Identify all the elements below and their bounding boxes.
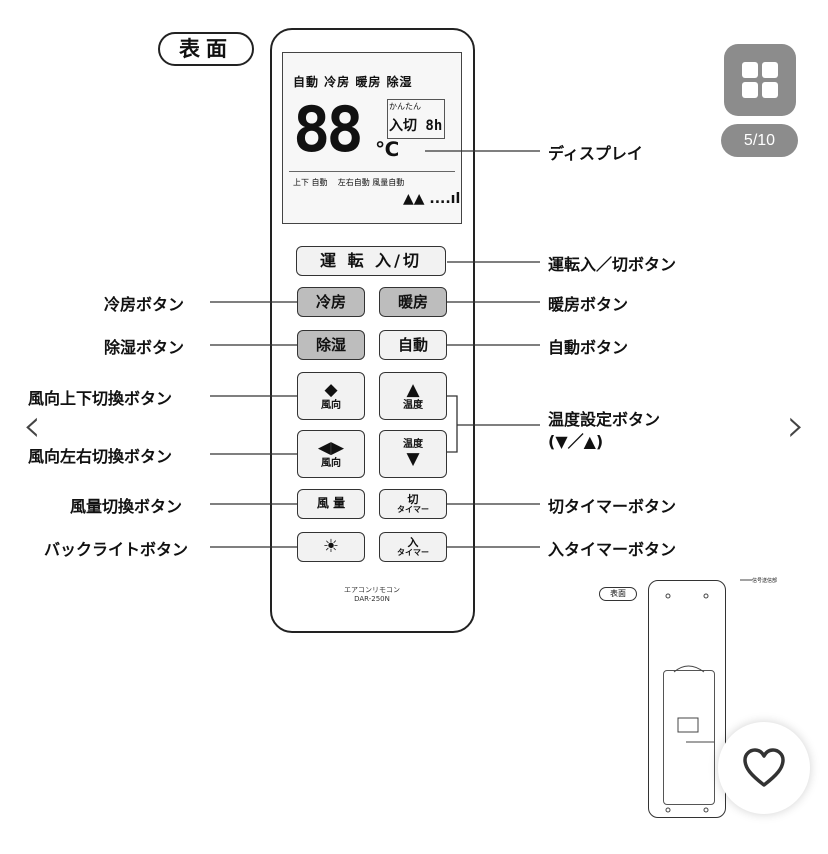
off-timer-button[interactable]: 切 タイマー <box>379 489 447 519</box>
annotation-temp-set: 温度設定ボタン <box>548 410 661 429</box>
thumbnail-battery-cover <box>663 670 715 805</box>
grid-icon-cell <box>762 62 778 78</box>
off-timer-bottom: タイマー <box>397 504 429 514</box>
annotation-temp-set-sub: (▼／▲) <box>548 432 604 451</box>
off-timer-top: 切 <box>407 492 419 506</box>
next-image-button[interactable]: › <box>776 400 816 450</box>
surface-label: 表面 <box>158 32 254 66</box>
display-fan-bars: ▲▲ ....ıl <box>403 191 461 207</box>
annotation-cool: 冷房ボタン <box>104 295 185 314</box>
display-timer-box <box>387 99 445 139</box>
power-button[interactable]: 運 転 入/切 <box>296 246 446 276</box>
backlight-icon: ☀ <box>322 536 340 558</box>
annotation-on-timer: 入タイマーボタン <box>548 540 677 559</box>
display-digits: 88 <box>293 93 364 166</box>
remote-display: 自動 冷房 暖房 除湿 88 ℃ かんたん 入切 8h 上下 自動 左右自動 風… <box>282 52 462 224</box>
display-unit: ℃ <box>375 137 400 161</box>
display-timer: 入切 8h <box>389 118 443 134</box>
model-text: エアコンリモコン DAR-250N <box>344 586 400 603</box>
grid-view-button[interactable] <box>724 44 796 116</box>
chevron-right-icon: › <box>786 398 806 452</box>
favorite-button[interactable] <box>718 722 810 814</box>
swing-leftright-button[interactable]: ◀▶ 風向 <box>297 430 365 478</box>
display-divider <box>289 171 455 172</box>
heat-button[interactable]: 暖房 <box>379 287 447 317</box>
swing-updown-button[interactable]: ◆ 風向 <box>297 372 365 420</box>
chevron-left-icon: ‹ <box>22 398 42 452</box>
swing-updown-label: 風向 <box>321 399 341 411</box>
display-kantan: かんたん <box>389 102 421 111</box>
up-triangle-icon: ▲ <box>406 380 420 401</box>
display-bottom-left: 上下 自動 <box>293 178 328 187</box>
prev-image-button[interactable]: ‹ <box>12 400 52 450</box>
annotation-off-timer: 切タイマーボタン <box>548 497 677 516</box>
annotation-backlight: バックライトボタン <box>44 540 189 559</box>
image-counter: 5/10 <box>721 124 798 157</box>
down-triangle-icon: ▼ <box>406 449 420 470</box>
auto-button[interactable]: 自動 <box>379 330 447 360</box>
grid-icon <box>742 62 758 78</box>
annotation-swing-ud: 風向上下切換ボタン <box>28 389 173 408</box>
annotation-display: ディスプレイ <box>548 144 643 163</box>
annotation-power: 運転入／切ボタン <box>548 255 677 274</box>
temp-down-label: 温度 <box>403 439 423 451</box>
thumbnail-remote-back <box>648 580 726 818</box>
on-timer-bottom: タイマー <box>397 547 429 557</box>
grid-icon-cell <box>742 82 758 98</box>
cool-button[interactable]: 冷房 <box>297 287 365 317</box>
leftright-arrow-icon: ◀▶ <box>317 438 345 459</box>
temp-up-label: 温度 <box>403 399 423 411</box>
on-timer-top: 入 <box>407 535 419 549</box>
display-mode-row: 自動 冷房 暖房 除湿 <box>293 75 413 89</box>
annotation-swing-lr: 風向左右切換ボタン <box>28 447 173 466</box>
fan-button[interactable]: 風 量 <box>297 489 365 519</box>
thumbnail-label: 表面 <box>599 587 637 601</box>
leader-temp-bracket <box>447 395 458 453</box>
annotation-dehumid: 除湿ボタン <box>104 338 185 357</box>
dehumid-button[interactable]: 除湿 <box>297 330 365 360</box>
temp-up-button[interactable]: ▲ 温度 <box>379 372 447 420</box>
display-bottom-row: 上下 自動 左右自動 風量自動 <box>293 177 404 188</box>
annotation-heat: 暖房ボタン <box>548 295 629 314</box>
on-timer-button[interactable]: 入 タイマー <box>379 532 447 562</box>
backlight-button[interactable]: ☀ <box>297 532 365 562</box>
heart-icon <box>743 748 785 787</box>
thumbnail-tiny-text: 信号送信部 <box>752 578 778 584</box>
temp-down-button[interactable]: 温度 ▼ <box>379 430 447 478</box>
annotation-auto: 自動ボタン <box>548 338 629 357</box>
annotation-fan: 風量切換ボタン <box>70 497 183 516</box>
swing-leftright-label: 風向 <box>321 457 341 469</box>
grid-icon-cell <box>762 82 778 98</box>
display-bottom-mid: 左右自動 風量自動 <box>337 178 405 187</box>
updown-arrow-icon: ◆ <box>324 380 338 401</box>
